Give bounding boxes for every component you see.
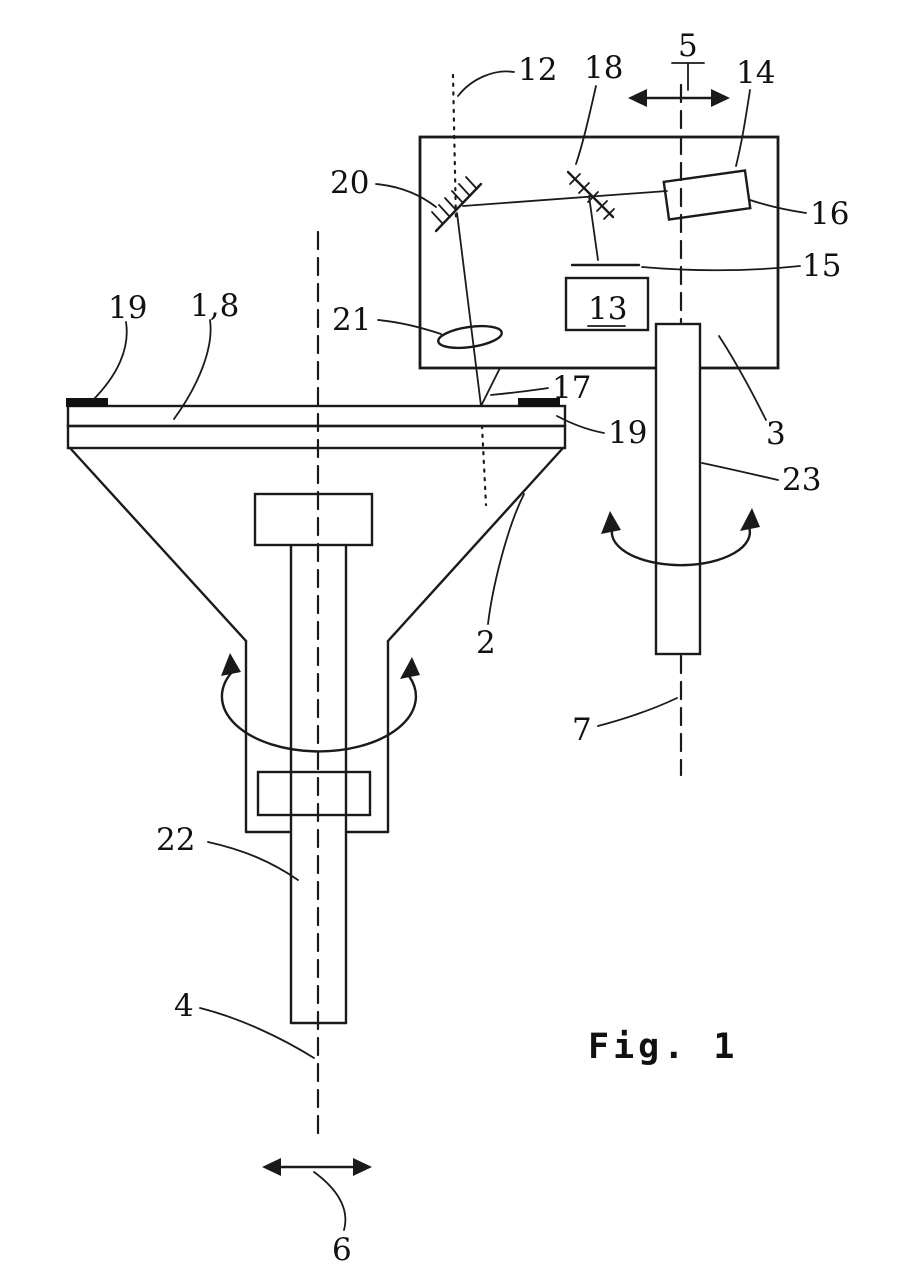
label-16: 16 bbox=[810, 196, 849, 232]
chuck-2 bbox=[66, 424, 567, 834]
lens-21 bbox=[437, 324, 503, 350]
rotation-arrowhead-right bbox=[740, 508, 760, 531]
leader-22 bbox=[207, 841, 299, 881]
label-14: 14 bbox=[736, 55, 775, 91]
mirror-20 bbox=[431, 176, 483, 233]
leader-19-left bbox=[91, 321, 128, 402]
label-19-right: 19 bbox=[608, 415, 647, 451]
wafer-mark-19-left bbox=[66, 398, 108, 407]
label-12: 12 bbox=[518, 52, 557, 88]
beam-to-detector bbox=[588, 195, 599, 261]
label-19-left: 19 bbox=[108, 290, 147, 326]
leader-7 bbox=[597, 697, 678, 727]
label-3: 3 bbox=[766, 416, 786, 452]
leader-1-8 bbox=[173, 319, 212, 420]
label-17: 17 bbox=[552, 370, 591, 406]
double-arrow-6 bbox=[262, 1158, 372, 1176]
rotation-arrow-chuck bbox=[220, 653, 420, 753]
rotation-arrowhead-left bbox=[221, 653, 241, 676]
component-box-14-16 bbox=[662, 169, 752, 221]
beam-horizontal bbox=[462, 190, 668, 207]
spindle-22 bbox=[253, 492, 374, 1025]
label-15: 15 bbox=[802, 248, 841, 284]
chuck-right-slope bbox=[386, 446, 565, 643]
detector-box-13 bbox=[564, 276, 650, 332]
label-18: 18 bbox=[584, 50, 623, 86]
leader-17 bbox=[490, 387, 549, 396]
chuck-left-slope bbox=[68, 446, 248, 643]
label-1-8: 1,8 bbox=[190, 288, 239, 324]
chuck-top-band bbox=[66, 424, 567, 450]
beam-to-wafer bbox=[456, 212, 482, 407]
label-21: 21 bbox=[332, 302, 371, 338]
leader-19-right bbox=[556, 415, 605, 434]
rotation-arrow-rod bbox=[601, 508, 760, 567]
leader-12 bbox=[457, 70, 515, 97]
label-20: 20 bbox=[330, 165, 369, 201]
leader-15 bbox=[641, 265, 801, 272]
label-23: 23 bbox=[782, 462, 821, 498]
leader-6 bbox=[313, 1171, 347, 1231]
figure-caption: Fig. 1 bbox=[588, 1027, 738, 1067]
wafer-mark-19-right bbox=[518, 398, 560, 407]
leader-2 bbox=[487, 493, 525, 625]
label-22: 22 bbox=[156, 822, 195, 858]
leader-23 bbox=[701, 462, 779, 481]
rod-23 bbox=[654, 322, 702, 656]
dotted-optical-axis-12-lower bbox=[480, 424, 488, 507]
label-2: 2 bbox=[476, 625, 496, 661]
leader-14 bbox=[735, 89, 751, 167]
label-5: 5 bbox=[678, 28, 698, 64]
leader-3 bbox=[718, 335, 767, 421]
label-13: 13 bbox=[588, 291, 627, 327]
spindle-collar-top bbox=[253, 492, 374, 547]
double-arrow-5 bbox=[628, 89, 730, 107]
rotation-arrowhead-left bbox=[601, 511, 621, 534]
label-7: 7 bbox=[572, 712, 592, 748]
leader-16 bbox=[749, 199, 807, 214]
leader-20 bbox=[375, 183, 437, 208]
beam-reflected-17 bbox=[480, 367, 501, 407]
optics-housing-3 bbox=[418, 135, 780, 370]
leader-4 bbox=[199, 1007, 315, 1059]
spindle-collar-bottom bbox=[256, 770, 372, 817]
leader-18 bbox=[575, 85, 597, 165]
label-4: 4 bbox=[174, 988, 194, 1024]
rotation-arrowhead-right bbox=[400, 657, 420, 679]
leader-21 bbox=[377, 319, 442, 335]
dotted-optical-axis-12-upper bbox=[451, 73, 458, 224]
label-6: 6 bbox=[332, 1232, 352, 1268]
wafer-1-8 bbox=[66, 404, 567, 428]
